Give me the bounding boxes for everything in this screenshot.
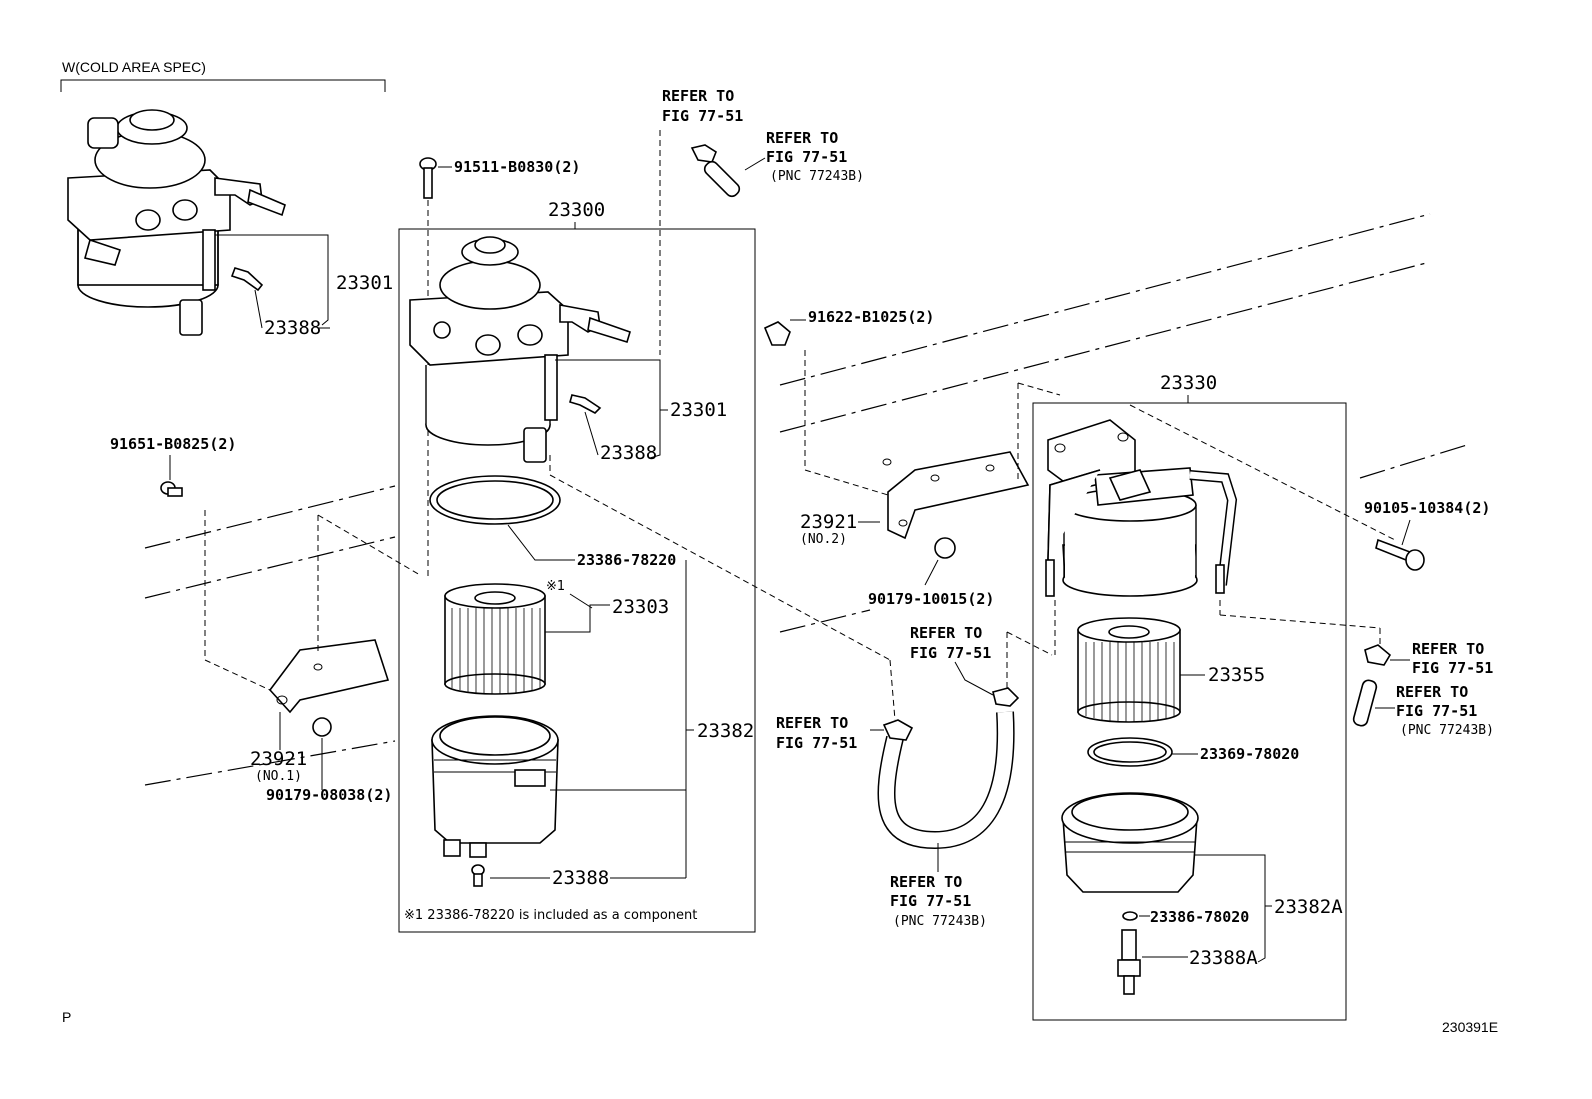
refer-fig-link[interactable]: FIG 77-51 (910, 644, 991, 662)
frame-rail-lines (144, 213, 1471, 786)
refer-fig-link[interactable]: FIG 77-51 (662, 107, 743, 125)
label-23382: 23382 (697, 720, 754, 742)
cold-area-spec-header: W(COLD AREA SPEC) (60, 59, 386, 92)
hose-clamp-icon (882, 719, 914, 741)
label-91651: 91651-B0825(2) (110, 435, 236, 453)
hose-clamp-icon (992, 687, 1020, 707)
filter-element-23303: ※1 23303 (444, 579, 669, 695)
refer-text: REFER TO (910, 624, 982, 642)
callout-23301-top: 23301 23388 (215, 234, 393, 339)
label-91622: 91622-B1025(2) (808, 308, 934, 326)
drawing-id: 230391E (1442, 1019, 1498, 1035)
label-23388-top: 23388 (264, 317, 321, 339)
label-90179-08038: 90179-08038(2) (266, 786, 392, 804)
union-bolt-23388-head (569, 394, 602, 414)
bracket-23921-no2: 23921 (NO.2) 90179-10015(2) (800, 382, 1061, 608)
bolt-90105: 90105-10384(2) (1364, 499, 1490, 571)
label-23303: 23303 (612, 596, 669, 618)
o-ring-23386-78220: 23386-78220 (429, 475, 676, 569)
label-23921-no2-sub: (NO.2) (800, 532, 847, 547)
filter-case-23382: 23382 (431, 560, 754, 878)
dashed-connectors-center (549, 130, 896, 721)
label-23386-78020-washer: 23386-78020 (1150, 908, 1249, 926)
refer-fig-link[interactable]: FIG 77-51 (890, 892, 971, 910)
fuel-hose-center: REFER TO FIG 77-51 REFER TO FIG 77-51 RE… (776, 624, 1053, 929)
bracket-23921-no1: 23921 (NO.1) 90179-08038(2) (204, 510, 421, 804)
label-23386-78220: 23386-78220 (577, 551, 676, 569)
label-23330: 23330 (1160, 372, 1217, 394)
variant-title: W(COLD AREA SPEC) (62, 59, 206, 75)
bolt-91651: 91651-B0825(2) (110, 435, 236, 497)
hose-icon (703, 160, 741, 198)
assembly-box-23330: 23330 (1032, 372, 1347, 1021)
filter-case-23382A: 23382A (1061, 792, 1343, 963)
label-23921-no1-sub: (NO.1) (255, 769, 302, 784)
refer-text: REFER TO (1396, 683, 1468, 701)
refer-pnc: (PNC 77243B) (770, 169, 864, 184)
label-23301-main: 23301 (670, 399, 727, 421)
refer-text: REFER TO (662, 87, 734, 105)
label-23388-head: 23388 (600, 442, 657, 464)
refer-fig-link[interactable]: FIG 77-51 (1412, 659, 1493, 677)
label-23921-no1: 23921 (250, 748, 307, 770)
label-23921-no2: 23921 (800, 511, 857, 533)
bolt-91622: 91622-B1025(2) (763, 308, 934, 470)
callout-23301-main: 23301 23388 (555, 359, 727, 464)
refer-text: REFER TO (890, 873, 962, 891)
hose-clamp-icon (690, 144, 717, 163)
label-90179-10015: 90179-10015(2) (868, 590, 994, 608)
drain-plug-23388A: 23388A (1117, 929, 1258, 995)
label-23388A: 23388A (1189, 947, 1258, 969)
label-23388-drain: 23388 (552, 867, 609, 889)
label-90105: 90105-10384(2) (1364, 499, 1490, 517)
union-bolt-23388-top (230, 267, 264, 292)
refer-text: REFER TO (1412, 640, 1484, 658)
refer-fig-link[interactable]: FIG 77-51 (776, 734, 857, 752)
label-23300: 23300 (548, 199, 605, 221)
drain-plug-23388: 23388 (471, 864, 686, 889)
refer-pnc: (PNC 77243B) (1400, 723, 1494, 738)
washer-23386-78020: 23386-78020 (1122, 908, 1249, 926)
refer-text: REFER TO (766, 129, 838, 147)
component-note: ※1 23386-78220 is included as a componen… (404, 908, 697, 923)
hose-icon (1352, 679, 1378, 727)
refer-fig-link[interactable]: FIG 77-51 (1396, 702, 1477, 720)
refer-pnc: (PNC 77243B) (893, 914, 987, 929)
refer-group-top: REFER TO FIG 77-51 REFER TO FIG 77-51 (P… (662, 87, 864, 198)
refer-group-right: REFER TO FIG 77-51 REFER TO FIG 77-51 (P… (1352, 640, 1494, 738)
label-91511: 91511-B0830(2) (454, 158, 580, 176)
assembly-box-23300: 23300 (398, 199, 756, 933)
refer-fig-link[interactable]: FIG 77-51 (766, 148, 847, 166)
footer-mark: P (62, 1009, 71, 1025)
hose-clamp-icon (1364, 644, 1392, 666)
o-ring-23369-78020: 23369-78020 (1087, 737, 1299, 767)
filter-head-23330 (1045, 404, 1396, 655)
label-23355: 23355 (1208, 664, 1265, 686)
label-23382A: 23382A (1274, 896, 1343, 918)
filter-element-23355: 23355 (1077, 617, 1265, 723)
refer-text: REFER TO (776, 714, 848, 732)
filter-head-23301 (409, 236, 631, 463)
mark-1: ※1 (546, 579, 565, 594)
label-23369-78020: 23369-78020 (1200, 745, 1299, 763)
label-23301-top: 23301 (336, 272, 393, 294)
cold-area-filter-head-illustration (67, 109, 286, 336)
